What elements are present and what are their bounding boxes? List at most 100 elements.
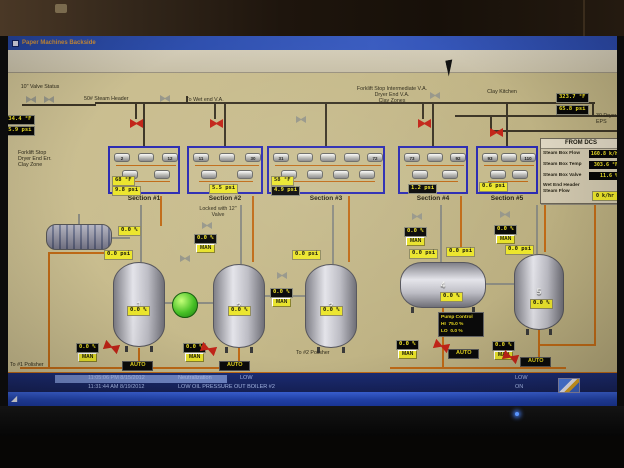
vessel-5-level: 0.0 % — [530, 299, 553, 309]
toolbar — [8, 50, 617, 73]
gray-valve-icon — [44, 96, 54, 103]
man-pump3[interactable]: MAN — [398, 350, 418, 359]
dryer-can: 110 — [520, 153, 536, 162]
heat-exchanger — [46, 224, 112, 250]
pipe — [432, 104, 434, 146]
start-button[interactable]: ◢ — [11, 394, 18, 403]
pipe — [490, 130, 617, 132]
section-3-gauge: 58 °F — [271, 176, 294, 186]
pipe — [440, 205, 442, 262]
man-valve1[interactable]: MAN — [196, 244, 216, 253]
pipe — [160, 196, 162, 226]
alarm-banner: 11:05:06 PM 8/15/2012 Neutralization LOW… — [8, 372, 617, 393]
gray-valve-icon — [500, 211, 510, 218]
dryer-can: 73 — [404, 153, 420, 162]
auto-pump3[interactable]: AUTO — [448, 349, 480, 359]
from-dcs-title: FROM DCS — [541, 139, 621, 149]
section-manifold — [275, 165, 381, 166]
dryer-can — [219, 153, 235, 162]
pipe — [486, 283, 514, 285]
pipe — [390, 367, 566, 369]
gauge-valve1-out: 0.0 % — [194, 234, 217, 244]
gray-valve-icon — [430, 92, 440, 99]
man-pump1[interactable]: MAN — [78, 353, 98, 362]
red-valve-icon[interactable] — [490, 128, 503, 137]
section-1-gauge: 68 °F — [112, 176, 135, 186]
section-label: Section #1 — [127, 195, 161, 202]
auto-pump4[interactable]: AUTO — [520, 357, 552, 367]
pipe — [538, 330, 540, 368]
pump-control-lo: LO 0.0 % — [441, 329, 463, 335]
pipe — [348, 196, 350, 262]
pipe — [143, 104, 145, 146]
dryer-can — [138, 153, 154, 162]
label-note3: Clay Zones — [378, 98, 406, 104]
dryer-can — [237, 170, 253, 179]
dryer-can — [154, 170, 170, 179]
dryer-can: 93 — [482, 153, 498, 162]
man-pump2[interactable]: MAN — [185, 353, 205, 362]
power-led — [515, 412, 519, 416]
gauge-v5-psi: 0.0 psi — [505, 245, 535, 255]
dcs-value: 11.6 % — [589, 172, 619, 180]
alarm-time: 11:31:44 AM 8/19/2012 — [88, 384, 145, 390]
tray-icon[interactable] — [558, 378, 580, 393]
section-label: Section #3 — [309, 195, 343, 202]
pipe — [455, 115, 617, 117]
red-valve-icon[interactable] — [418, 119, 431, 128]
dcs-footer: Wet End Header Steam Flow 0 k/hr — [541, 182, 621, 204]
pipe — [140, 205, 142, 262]
vessel-number: 4 — [440, 280, 446, 290]
gauge-hx-out: 0.0 % — [118, 226, 141, 236]
pipe — [138, 348, 140, 368]
dryer-can: 11 — [193, 153, 209, 162]
alarm-state: LOW — [515, 375, 528, 381]
alarm-severity: LOW — [240, 375, 253, 381]
alarm-row[interactable]: 11:31:44 AM 8/19/2012 LOW OIL PRESSURE O… — [8, 383, 617, 392]
wall-light — [55, 4, 67, 13]
section-4-gauge: 1.2 psi — [408, 184, 438, 194]
label-polisher2: To #2 Polisher — [296, 350, 330, 356]
auto-pump2[interactable]: AUTO — [219, 361, 251, 371]
green-pump-icon[interactable] — [172, 292, 198, 318]
pipe — [240, 205, 242, 264]
auto-pump1[interactable]: AUTO — [122, 361, 154, 371]
man-valve3[interactable]: MAN — [406, 237, 426, 246]
dryer-can: 2 — [114, 153, 130, 162]
section-manifold — [116, 165, 176, 166]
gauge-pump3-out: 0.0 % — [396, 340, 419, 350]
dryer-can: 72 — [367, 153, 383, 162]
red-valve-icon[interactable] — [210, 119, 223, 128]
gauge-hx-psi: 0.0 psi — [104, 250, 134, 260]
gauge-v4-psi-a: 0.0 psi — [409, 249, 439, 259]
alarm-row[interactable]: 11:05:06 PM 8/15/2012 Neutralization LOW… — [8, 374, 617, 383]
label-locked: Locked with 12" Valve — [199, 206, 237, 219]
pipe — [252, 196, 254, 262]
section-5-gauge: 0.6 psi — [479, 182, 509, 192]
alarm-state: ON — [515, 384, 524, 390]
gauge-pump4-out: 0.0 % — [492, 341, 515, 351]
label-polisher1: To #1 Polisher — [10, 362, 44, 368]
section-manifold — [195, 165, 259, 166]
dryer-can — [359, 170, 375, 179]
dryer-can — [307, 170, 323, 179]
man-valve2[interactable]: MAN — [272, 298, 292, 307]
section-manifold — [410, 181, 458, 182]
dryer-can — [501, 153, 517, 162]
dryer-can — [343, 153, 360, 162]
red-valve-icon[interactable] — [130, 119, 143, 128]
man-valve4[interactable]: MAN — [496, 235, 516, 244]
separator-vessel-4: 4 — [400, 262, 486, 313]
pump-control-hi: HI 75.0 % — [441, 322, 464, 328]
label-clay-kitchen: Clay Kitchen — [487, 89, 517, 95]
section-manifold — [406, 165, 464, 166]
gauge-pump1-out: 0.0 % — [76, 343, 99, 353]
gray-valve-icon — [277, 272, 287, 279]
gauge-right-press: 65.8 psi — [556, 105, 589, 115]
label-left-note1: Forklift Stop — [18, 150, 47, 156]
section-manifold — [120, 181, 170, 182]
dcs-label: Steam Box Valve — [543, 173, 582, 178]
label-steam-header: 50# Steam Header — [84, 96, 129, 102]
gray-valve-icon — [26, 96, 36, 103]
